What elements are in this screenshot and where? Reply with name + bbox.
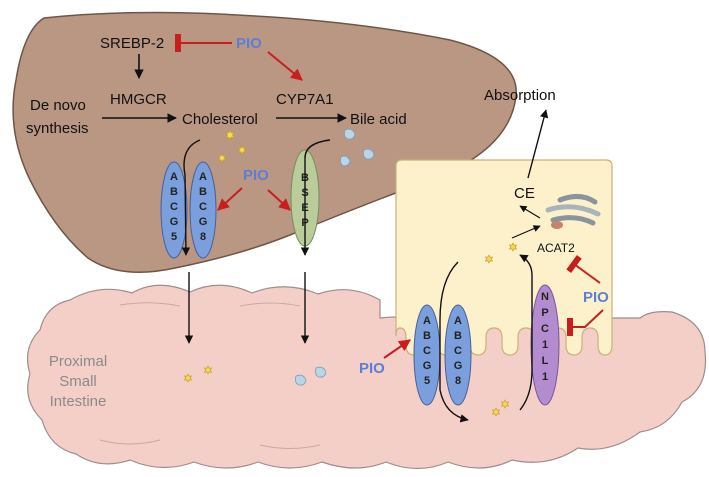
- transporter-letter: P: [541, 307, 548, 319]
- bile-acid-label: Bile acid: [350, 111, 407, 128]
- ce-label: CE: [514, 185, 535, 202]
- liver-efflux-arrow: [181, 139, 201, 256]
- liver-abcg5-transporter: [160, 161, 188, 259]
- transporter-letter: C: [170, 201, 178, 213]
- transporter-letter: L: [542, 355, 549, 367]
- transporter-letter: 5: [424, 375, 430, 387]
- transporter-letter: 1: [542, 371, 548, 383]
- npc1l1-transporter: [530, 284, 560, 406]
- bile-acid-efflux-arrow: [300, 139, 331, 256]
- bile-acid-drop-icon: [295, 374, 307, 386]
- pio-label-liver-transporters: PIO: [243, 167, 269, 184]
- bile-acid-drop-icon: [363, 148, 375, 160]
- transporter-letter: C: [423, 345, 431, 357]
- transporter-letter: A: [170, 171, 178, 183]
- pio-to-gut-abcg-arrow: [383, 339, 411, 359]
- liver-abcg8-transporter: [189, 161, 217, 259]
- de-novo-label: De novo: [30, 97, 86, 114]
- transporter-letter: G: [170, 216, 179, 228]
- intestine-label-small: Small: [59, 373, 97, 390]
- transporter-letter: 8: [200, 231, 206, 243]
- transporter-letter: B: [170, 186, 178, 198]
- bile-acid-drop-icon: [344, 128, 356, 140]
- intestine-label-intestine: Intestine: [50, 393, 107, 410]
- transporter-letter: G: [423, 360, 432, 372]
- pio-to-bsep-arrow: [267, 189, 291, 211]
- transporter-letter: 5: [171, 231, 177, 243]
- transporter-letter: G: [199, 216, 208, 228]
- transporter-letter: B: [199, 186, 207, 198]
- transporter-letter: N: [541, 291, 549, 303]
- gut-efflux-arrow: [439, 261, 469, 423]
- transporter-letter: B: [454, 330, 462, 342]
- pio-label-liver-top: PIO: [236, 35, 262, 52]
- cyp7a1-label: CYP7A1: [276, 91, 334, 108]
- acat2-enzyme-icon: [545, 194, 601, 229]
- acat2-label: ACAT2: [537, 241, 575, 255]
- cholesterol-star-icon: [217, 153, 227, 163]
- gut-abcg8-transporter: [444, 304, 472, 406]
- transporter-letter: A: [454, 315, 462, 327]
- cholesterol-to-acat2-arrow: [511, 225, 541, 239]
- intestine-label-proximal: Proximal: [49, 353, 107, 370]
- pio-to-abcg-arrow: [217, 187, 243, 211]
- pio-label-enterocyte: PIO: [583, 289, 609, 306]
- pio-inhibits-npc1l1: [567, 309, 604, 336]
- srebp2-label: SREBP-2: [100, 35, 164, 52]
- intestine-fold: [99, 302, 321, 449]
- bile-acid-drop-icon: [315, 366, 327, 378]
- cholesterol-star-icon: [484, 254, 494, 264]
- cholesterol-star-icon: [203, 365, 213, 375]
- cholesterol-star-icon: [508, 242, 518, 252]
- transporter-letter: C: [199, 201, 207, 213]
- cholesterol-star-icon: [500, 399, 510, 409]
- cholesterol-star-icon: [491, 407, 501, 417]
- npc1l1-uptake-arrow: [519, 254, 533, 411]
- cholesterol-label: Cholesterol: [182, 111, 258, 128]
- transporter-letter: A: [199, 171, 207, 183]
- transporter-letter: A: [423, 315, 431, 327]
- transporter-letter: 8: [455, 375, 461, 387]
- cholesterol-star-icon: [225, 129, 235, 141]
- transporter-letter: G: [454, 360, 463, 372]
- transporter-letter: 1: [542, 339, 548, 351]
- absorption-label: Absorption: [484, 87, 556, 104]
- transporter-letter: C: [454, 345, 462, 357]
- transporter-letter: C: [541, 323, 549, 335]
- pio-activates-cyp7a1: [267, 51, 303, 81]
- acat2-to-ce-arrow: [519, 205, 541, 219]
- hmgcr-label: HMGCR: [110, 91, 167, 108]
- ce-to-absorption-arrow: [527, 109, 549, 179]
- pio-label-intestine: PIO: [359, 360, 385, 377]
- cholesterol-star-icon: [237, 145, 247, 155]
- pio-inhibits-acat2: [566, 254, 601, 284]
- transporter-letter: B: [423, 330, 431, 342]
- bile-acid-drop-icon: [340, 155, 351, 167]
- synthesis-label: synthesis: [26, 120, 89, 137]
- cholesterol-star-icon: [183, 373, 193, 383]
